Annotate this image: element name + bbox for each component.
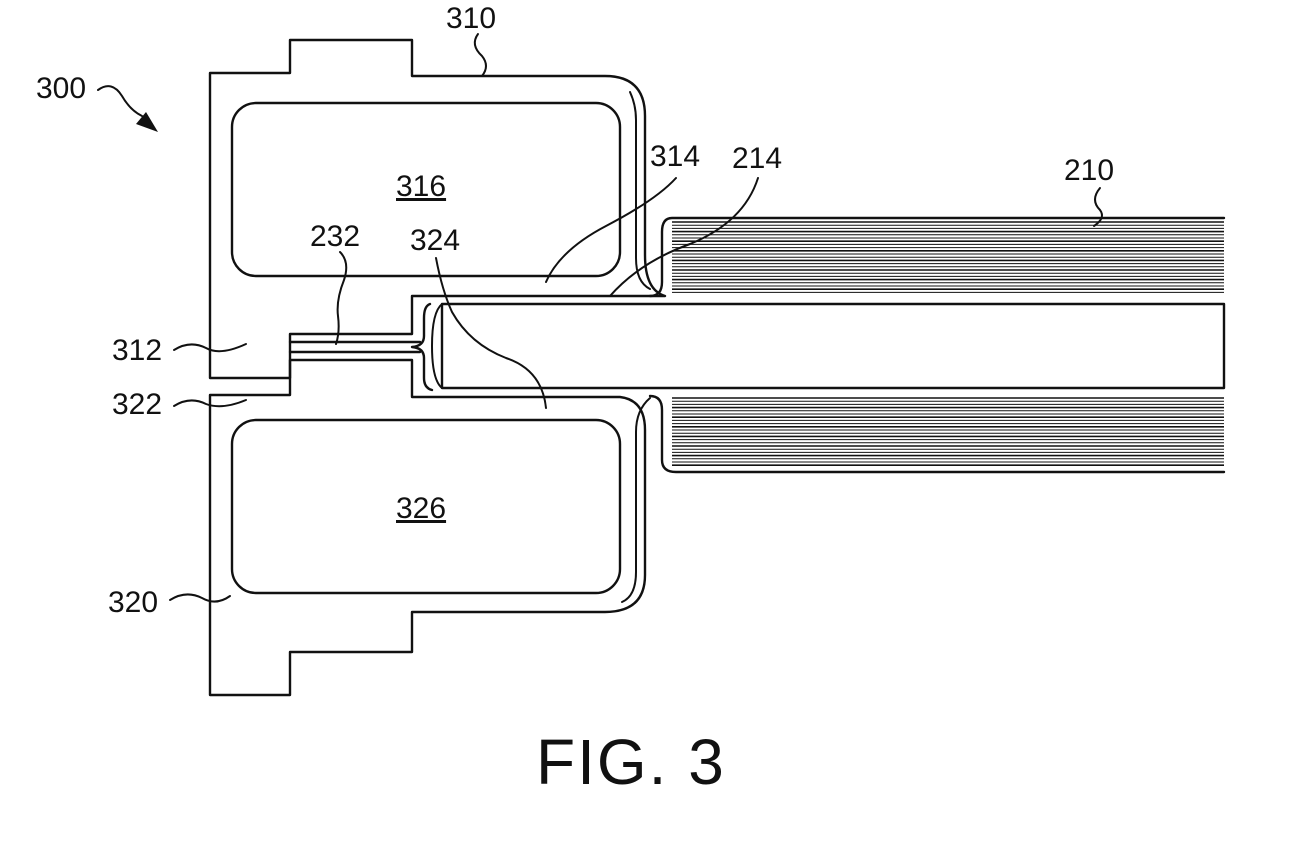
cable-strands-lower	[672, 398, 1224, 465]
leader-300-arrow	[98, 86, 142, 116]
core-cone-324	[432, 304, 442, 388]
core-214	[442, 304, 1224, 388]
leader-232	[336, 252, 346, 344]
cable-strands-upper	[672, 222, 1224, 292]
upper-housing-310	[210, 40, 665, 378]
leader-210	[1094, 188, 1102, 226]
label-320: 320	[108, 586, 158, 619]
leader-324	[436, 258, 546, 408]
leader-314	[546, 178, 676, 282]
figure-caption: FIG. 3	[536, 726, 726, 798]
label-300: 300	[36, 72, 86, 105]
leader-320	[170, 594, 230, 601]
inner-wall-314	[630, 92, 650, 289]
leader-310	[475, 34, 486, 76]
label-210: 210	[1064, 154, 1114, 187]
leader-214	[610, 178, 758, 296]
label-324: 324	[410, 224, 460, 257]
label-310: 310	[446, 2, 496, 35]
lower-housing-320	[210, 360, 645, 695]
label-316: 316	[396, 170, 446, 203]
label-314: 314	[650, 140, 700, 173]
label-232: 232	[310, 220, 360, 253]
label-312: 312	[112, 334, 162, 367]
channel-232	[290, 342, 420, 352]
label-214: 214	[732, 142, 782, 175]
channel-end-cap	[412, 304, 432, 390]
label-326: 326	[396, 492, 446, 525]
label-322: 322	[112, 388, 162, 421]
